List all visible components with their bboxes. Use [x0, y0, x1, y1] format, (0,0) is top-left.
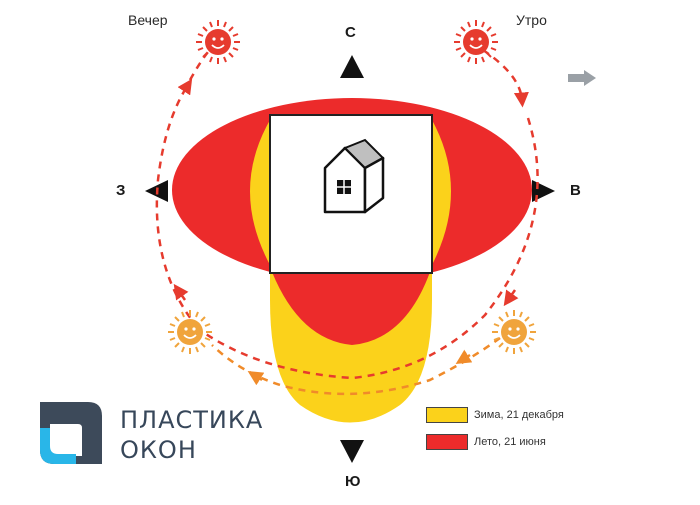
- south-label: Ю: [345, 473, 361, 490]
- summer-sun-path-east: [199, 117, 539, 380]
- legend-item-winter: Зима, 21 декабря: [426, 407, 564, 423]
- morning-label: Утро: [516, 12, 547, 28]
- brand-line1: ПЛАСТИКА: [120, 406, 264, 434]
- brand-logo: ПЛАСТИКА ОКОН: [40, 400, 290, 470]
- summer-area-south: [272, 272, 430, 345]
- summer-sun-path-top: [188, 51, 209, 81]
- north-arrow-icon: [340, 55, 364, 78]
- next-arrow-icon[interactable]: [568, 70, 596, 86]
- sun-icon-winter-morning: [492, 310, 536, 354]
- legend-swatch-winter: [426, 407, 468, 423]
- sun-icon-winter-evening: [168, 310, 212, 354]
- west-label: З: [116, 182, 126, 199]
- brand-logo-icon: [40, 402, 102, 464]
- sun-icon-evening: [196, 20, 240, 64]
- legend-swatch-summer: [426, 434, 468, 450]
- winter-arrow-west: [247, 371, 265, 386]
- winter-arrow-east: [455, 349, 473, 364]
- winter-area-west: [250, 120, 270, 265]
- summer-arrow-east-lower: [503, 289, 519, 307]
- legend-label-winter: Зима, 21 декабря: [474, 409, 564, 421]
- legend-item-summer: Лето, 21 июня: [426, 434, 546, 450]
- evening-label: Вечер: [128, 12, 168, 28]
- sun-icon-morning: [454, 20, 498, 64]
- legend-label-summer: Лето, 21 июня: [474, 436, 546, 448]
- summer-sun-path: [482, 48, 529, 108]
- summer-arrow-west-lower: [173, 283, 189, 301]
- winter-area-east: [432, 120, 451, 265]
- north-label: С: [345, 24, 356, 41]
- east-label: В: [570, 182, 581, 199]
- south-arrow-icon: [340, 440, 364, 463]
- brand-line2: ОКОН: [120, 436, 197, 464]
- house-icon: [323, 138, 385, 214]
